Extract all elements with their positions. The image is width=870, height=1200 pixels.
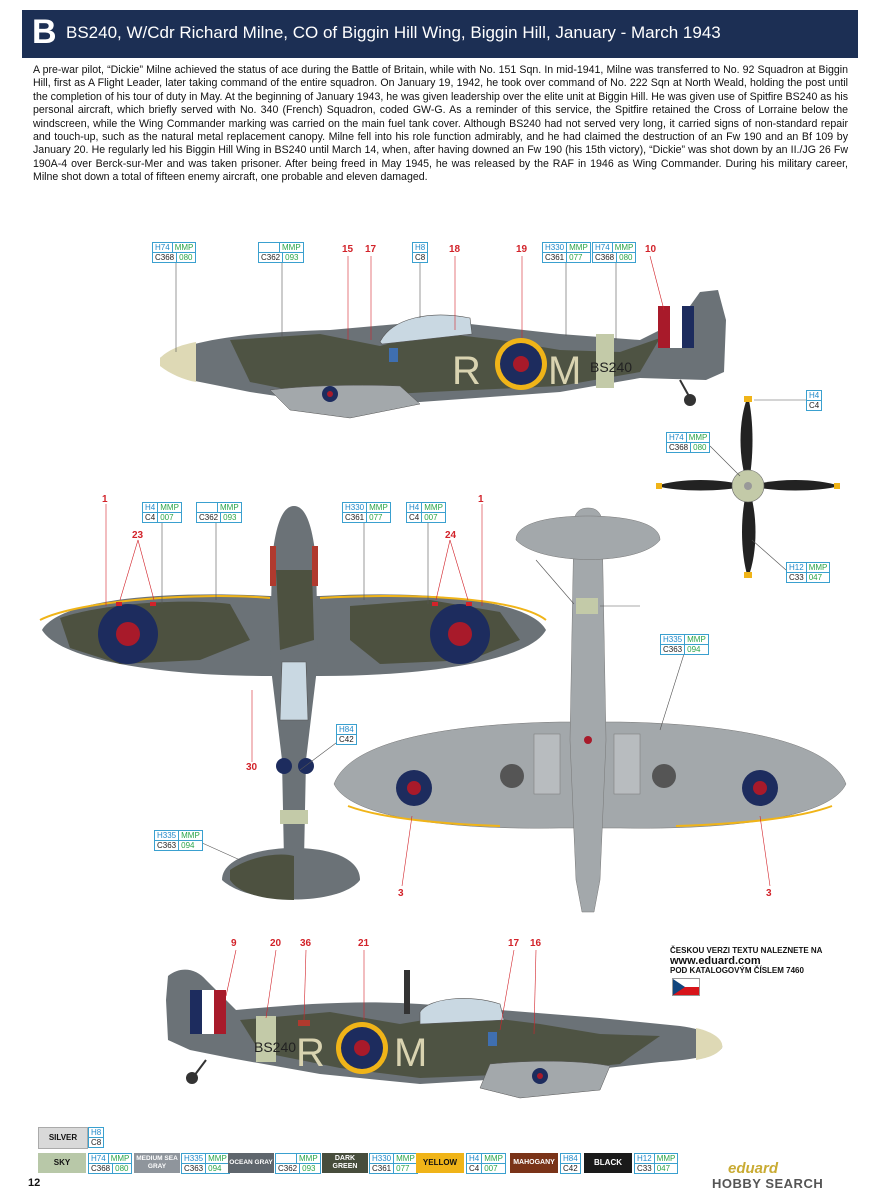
stencil-number: 1 [478, 494, 484, 505]
serial-text-2: BS240 [254, 1039, 296, 1055]
callout-prop-tip: H4 C4 [806, 390, 823, 411]
stencil-number: 21 [358, 938, 370, 949]
czech-note-line1: ČESKOU VERZI TEXTU NALEZNETE NA [670, 946, 823, 955]
page-title: BS240, W/Cdr Richard Milne, CO of Biggin… [66, 23, 721, 42]
legend-silver-swatch: SILVER [38, 1127, 88, 1149]
stencil-number: 15 [342, 244, 354, 255]
callout-silver: H8 C8 [412, 242, 429, 263]
code-letter-m-2: M [394, 1031, 427, 1075]
code-letter-m: M [548, 349, 581, 393]
underside-view [333, 507, 847, 913]
legend-mahogany-swatch: MAHOGANY [510, 1153, 558, 1173]
eduard-url-link[interactable]: www.eduard.com [670, 955, 761, 967]
stencil-number: 9 [231, 938, 237, 949]
side-view-left: R M BS240 [160, 290, 726, 419]
stencil-number: 18 [449, 244, 461, 255]
callout-mahogany: H84 C42 [336, 724, 357, 745]
stencil-number: 10 [645, 244, 657, 255]
serial-text: BS240 [590, 359, 632, 375]
czech-version-note: ČESKOU VERZI TEXTU NALEZNETE NA www.edua… [670, 946, 850, 976]
stencil-number: 24 [445, 530, 457, 541]
legend-sky-swatch: SKY [38, 1153, 86, 1173]
page-number: 12 [28, 1177, 41, 1189]
description-text: A pre-war pilot, “Dickie” Milne achieved… [33, 64, 848, 184]
hobby-search-watermark: HOBBY SEARCH [712, 1176, 824, 1191]
stencil-number: 3 [398, 888, 404, 899]
stencil-number: 17 [508, 938, 520, 949]
legend-medium-sea-gray-swatch: MEDIUM SEA GRAY [134, 1153, 180, 1173]
scheme-letter: B [32, 13, 57, 51]
legend-dark-green-swatch: DARK GREEN [322, 1153, 368, 1173]
stencil-number: 16 [530, 938, 542, 949]
propeller-view [656, 396, 840, 578]
stencil-number: 17 [365, 244, 377, 255]
czech-note-line2: POD KATALOGOVÝM ČÍSLEM 7460 [670, 966, 804, 975]
side-view-right: R M BS240 [166, 969, 723, 1099]
header-banner: B BS240, W/Cdr Richard Milne, CO of Bigg… [22, 10, 858, 58]
legend-ocean-gray-swatch: OCEAN GRAY [228, 1153, 274, 1173]
legend-yellow-swatch: YELLOW [416, 1153, 464, 1173]
stencil-number: 23 [132, 530, 144, 541]
stencil-number: 30 [246, 762, 258, 773]
czech-flag-icon [672, 978, 700, 996]
stencil-number: 20 [270, 938, 282, 949]
code-letter-r-2: R [296, 1031, 325, 1075]
code-letter-r: R [452, 349, 481, 393]
legend-mahogany-codes: H84 C42 [560, 1153, 581, 1174]
plan-view-top [39, 506, 547, 900]
stencil-number: 36 [300, 938, 312, 949]
stencil-number: 19 [516, 244, 528, 255]
stencil-number: 1 [102, 494, 108, 505]
eduard-watermark: eduard [728, 1160, 779, 1177]
legend-silver-codes: H8 C8 [88, 1127, 105, 1148]
legend-black-swatch: BLACK [584, 1153, 632, 1173]
stencil-number: 3 [766, 888, 772, 899]
